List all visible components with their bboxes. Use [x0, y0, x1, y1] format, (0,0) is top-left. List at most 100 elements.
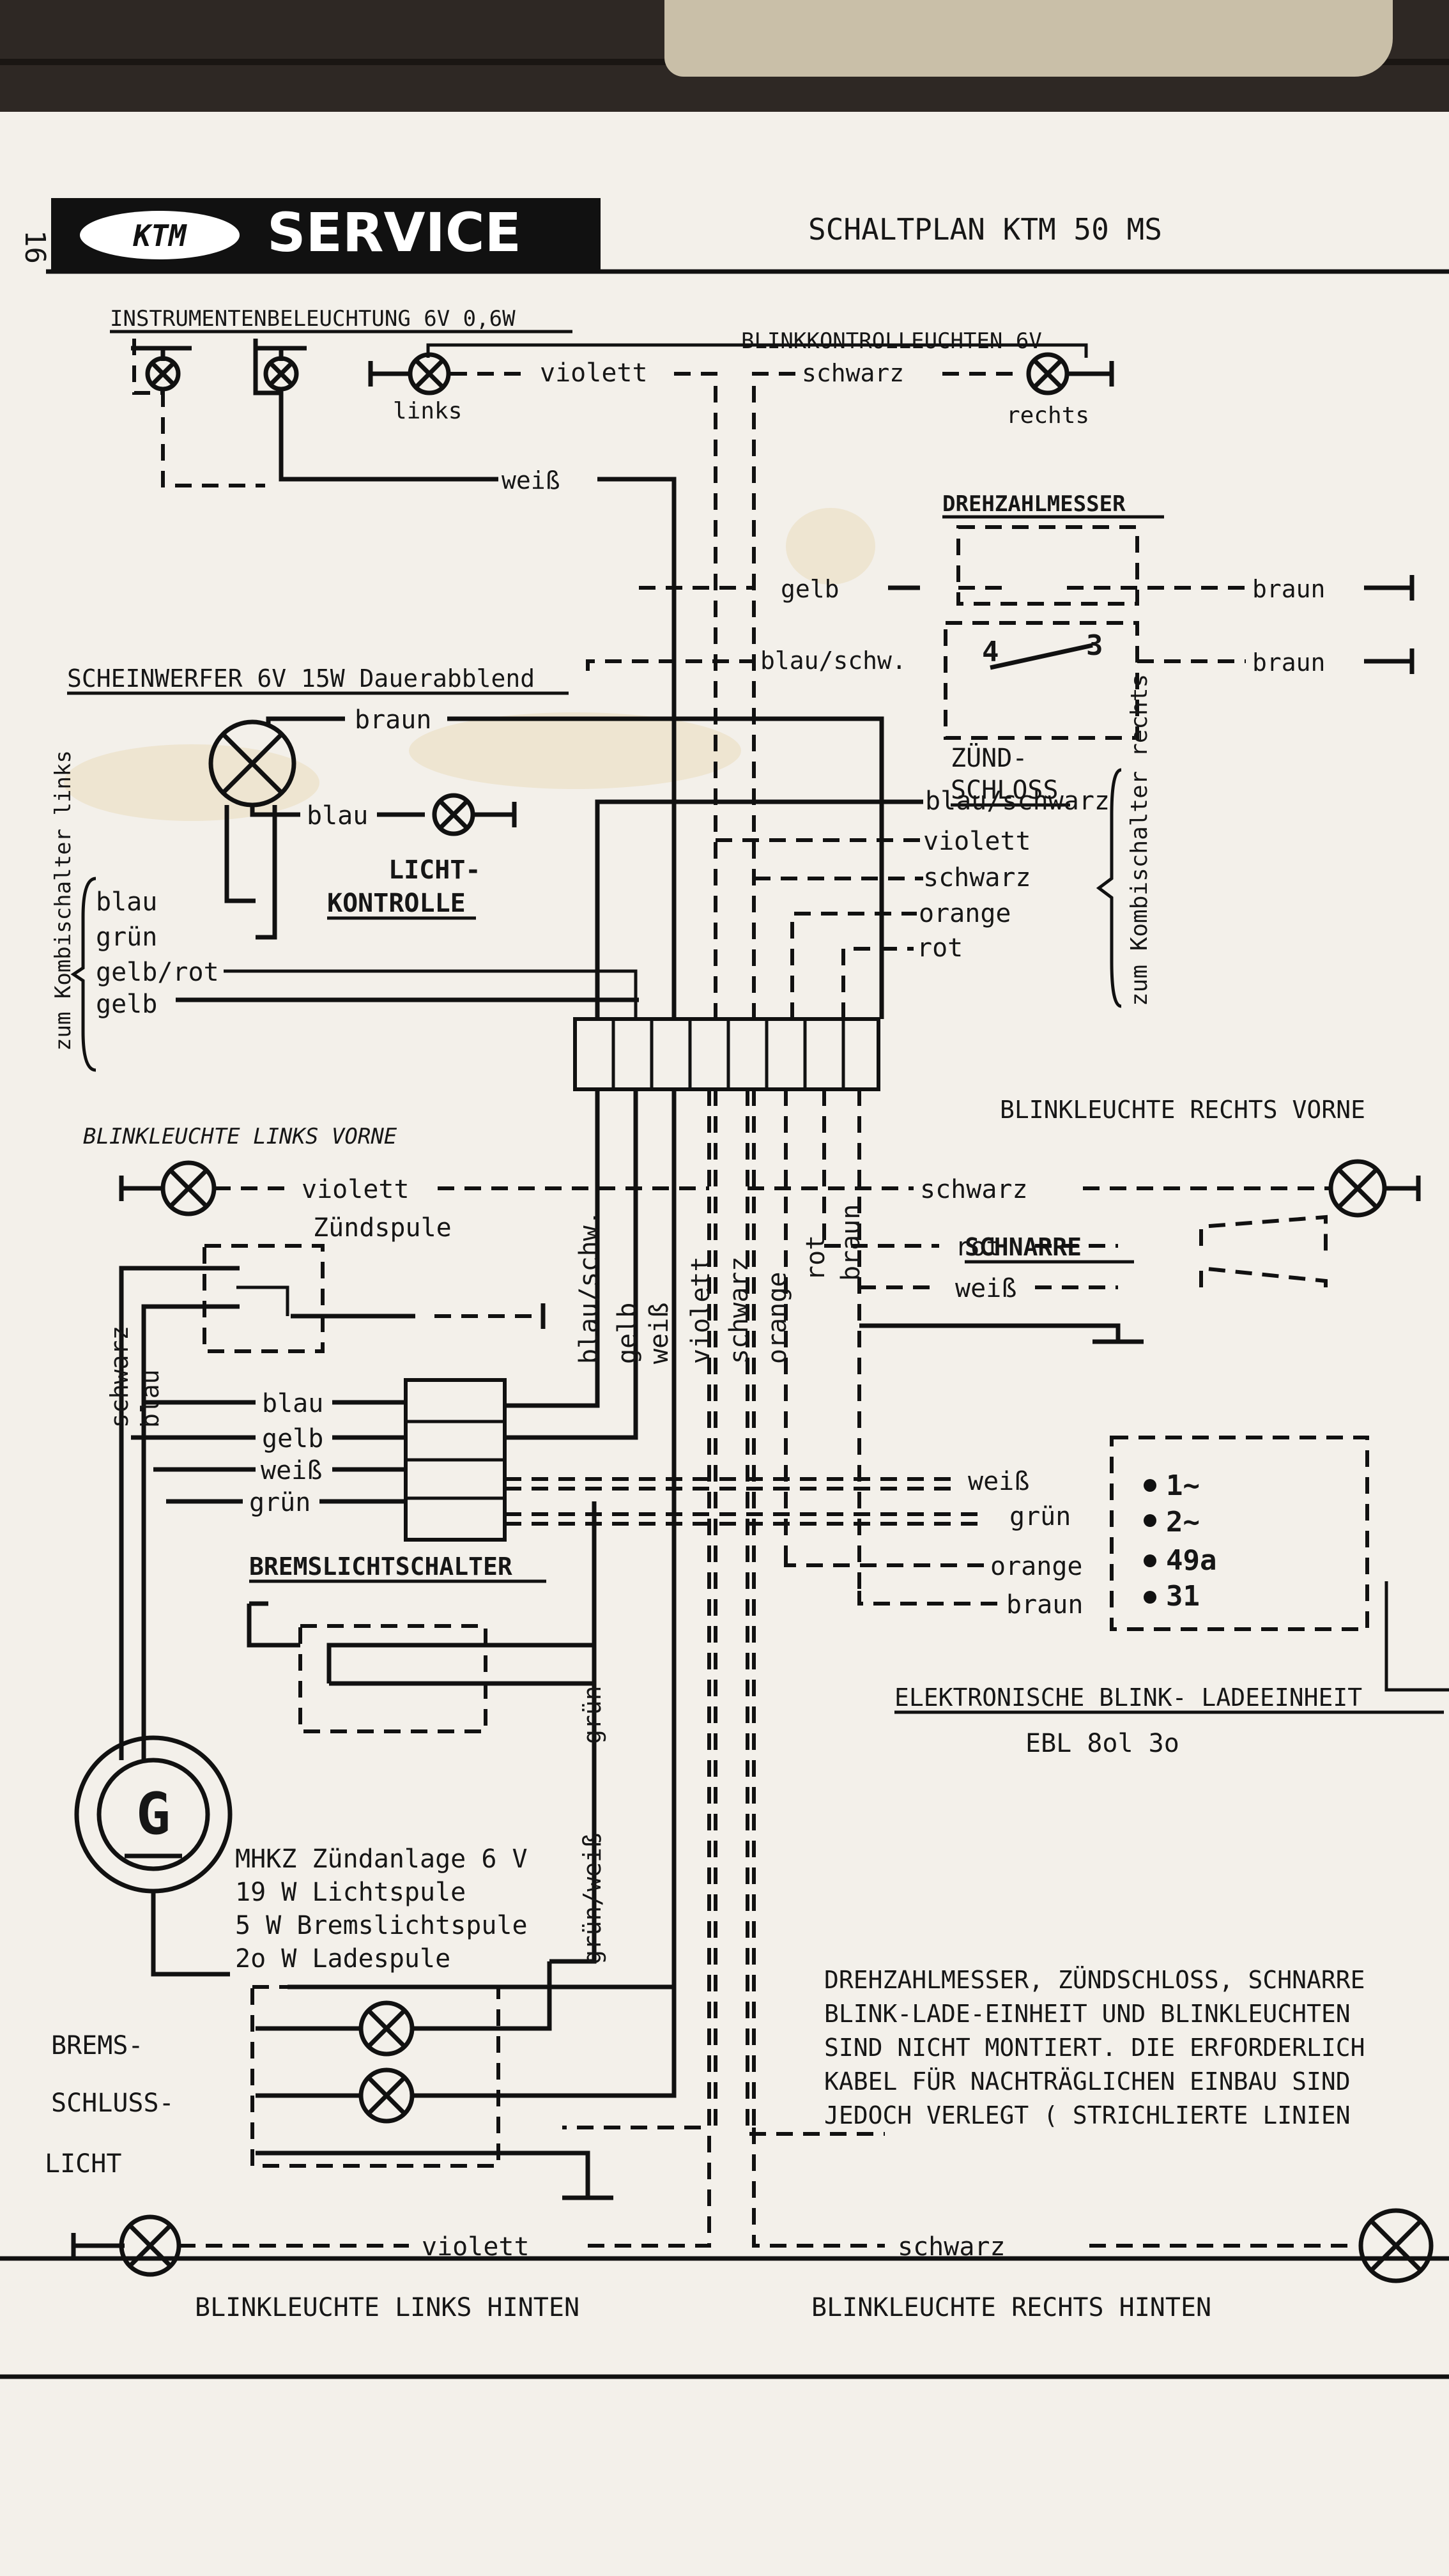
wire — [505, 1367, 600, 1408]
left-combi-wire-gelb-rot: gelb/rot — [96, 958, 219, 987]
ebl-terminals — [1144, 1479, 1156, 1604]
wire-weiss — [597, 477, 677, 1019]
blinker-left-rear-label: BLINKLEUCHTE LINKS HINTEN — [195, 2293, 579, 2322]
left-combi-wire-blau: blau — [96, 887, 157, 917]
connector-label-gelb: gelb — [613, 1303, 642, 1364]
wire-label-rot-horn: rot — [955, 1232, 1001, 1262]
brake-light-label-1: BREMS- — [51, 2031, 144, 2060]
connector-label-orange: orange — [763, 1272, 792, 1365]
wire-label-violett-right: violett — [923, 827, 1031, 856]
wire — [250, 805, 300, 817]
connector-label-braun: braun — [836, 1204, 866, 1281]
blink-control-lamp-left — [368, 352, 451, 395]
wire — [151, 1891, 230, 1977]
note-line-3: SIND NICHT MONTIERT. DIE ERFORDERLICH — [824, 2034, 1365, 2062]
brake-switch-box — [298, 1624, 487, 1733]
wire-label-violett-front: violett — [302, 1175, 410, 1204]
rear-light-box — [250, 1985, 500, 2168]
blinker-right-rear-label: BLINKLEUCHTE RECHTS HINTEN — [811, 2293, 1211, 2322]
ignition-switch-label-1: ZÜND- — [951, 742, 1027, 773]
wire-label-violett-rear: violett — [422, 2232, 530, 2262]
ebl-wire-gruen: grün — [1009, 1502, 1071, 1531]
ebl-terminal-49a: 49a — [1166, 1544, 1216, 1577]
ebl-terminal-31: 31 — [1166, 1580, 1200, 1613]
ebl-box — [1110, 1436, 1369, 1631]
regulator-wire-weiss: weiß — [261, 1456, 322, 1485]
wire — [1364, 575, 1414, 601]
blink-control-lamp-right — [1026, 352, 1114, 395]
cloth-background — [664, 0, 1393, 77]
page-number: 16 — [19, 230, 51, 264]
wire-label-braun-ignition: braun — [1252, 648, 1325, 677]
blinker-left-rear-lamp — [71, 2214, 181, 2277]
regulator-wire-gruen: grün — [249, 1488, 310, 1517]
paper-stain — [64, 744, 319, 821]
wire-label-schwarz-front: schwarz — [920, 1175, 1028, 1204]
wire-label-weiss-horn: weiß — [955, 1274, 1016, 1303]
instrument-lamp-2 — [256, 346, 307, 392]
wire-gruen-weiss — [549, 1521, 597, 1964]
wire-label-weiss: weiß — [502, 466, 560, 494]
brake-light-label-2: SCHLUSS- — [51, 2089, 174, 2118]
brake-light-label-3: LICHT — [45, 2149, 121, 2179]
wire-label-gruen-brake: grün — [578, 1685, 606, 1744]
right-combi-brace — [1096, 768, 1122, 1008]
light-control-label-2: KONTROLLE — [327, 889, 466, 918]
wire-braun — [447, 716, 884, 1019]
note-line-5: JEDOCH VERLEGT ( STRICHLIERTE LINIEN — [824, 2101, 1351, 2129]
wire-label-schwarz: schwarz — [802, 359, 904, 387]
light-control-lamp — [432, 793, 517, 836]
light-control-label-1: LICHT- — [388, 855, 481, 885]
ebl-title: ELEKTRONISCHE BLINK- LADEEINHEIT — [894, 1683, 1362, 1712]
schematic-title: SCHALTPLAN KTM 50 MS — [808, 212, 1162, 247]
regulator-wire-blau: blau — [262, 1389, 323, 1418]
ignition-coil-label: Zündspule — [313, 1213, 452, 1243]
connector-label-rot: rot — [801, 1235, 831, 1281]
ebl-terminal-2: 2~ — [1166, 1506, 1200, 1538]
ignition-coil-contact — [236, 1285, 289, 1316]
magneto-line-4: 2o W Ladespule — [235, 1944, 450, 1974]
horn-switch — [1199, 1266, 1328, 1297]
wire — [253, 339, 498, 482]
magneto-line-2: 19 W Lichtspule — [235, 1878, 466, 1907]
horn-switch — [1199, 1215, 1328, 1252]
ignition-switch-contact — [990, 643, 1093, 670]
wire — [1364, 648, 1414, 674]
ebl-code: EBL 8ol 3o — [1025, 1729, 1179, 1758]
wire — [1384, 1581, 1449, 1692]
wire-violett-rear — [588, 2128, 711, 2248]
wire-label-gruen-weiss: grün/weiß — [578, 1833, 606, 1965]
wire — [256, 805, 277, 940]
wire-label-orange: orange — [919, 899, 1011, 928]
blink-control-label: BLINKKONTROLLEUCHTEN 6V — [741, 328, 1042, 354]
central-connector-block — [573, 1017, 880, 1091]
wire-label-gelb: gelb — [781, 575, 839, 603]
magneto-line-1: MHKZ Zündanlage 6 V — [235, 1844, 528, 1874]
wire — [505, 1367, 638, 1440]
paper-stain — [786, 508, 875, 585]
wire — [412, 1961, 552, 2031]
ebl-wire-orange: orange — [990, 1552, 1083, 1581]
wire-violett-down — [562, 1089, 711, 2129]
generator-letter: G — [136, 1781, 171, 1848]
connector-label-schwarz: schwarz — [724, 1256, 754, 1364]
wire-label-schwarz-coil: schwarz — [105, 1326, 134, 1428]
wire — [247, 1604, 300, 1648]
wire-label-rot: rot — [917, 933, 963, 963]
regulator-connector-block — [404, 1378, 507, 1542]
regulator-wire-gelb: gelb — [262, 1424, 323, 1453]
ignition-switch-label-2: SCHLOSS — [951, 776, 1059, 805]
wire-label-blau-schwarz: blau/schwarz — [925, 786, 1110, 816]
wire-label-schwarz-rear: schwarz — [898, 2232, 1006, 2262]
wire-schwarz-gen — [119, 1266, 240, 1760]
service-logo-text: SERVICE — [267, 201, 521, 264]
wire-violett — [674, 372, 717, 1019]
connector-wire-labels: blau/schw. gelb weiß violett schwarz ora… — [574, 1204, 866, 1364]
wire-label-violett: violett — [540, 358, 648, 388]
connector-label-blau-schw: blau/schw. — [574, 1210, 604, 1364]
wire-schwarz — [752, 372, 795, 1019]
wire-blau-schwarz — [595, 799, 923, 1019]
tail-lamp — [358, 2067, 415, 2124]
ktm-logo-oval — [80, 211, 240, 259]
schematic-sheet: 16 KTM SERVICE SCHALTPLAN KTM 50 MS INST… — [0, 112, 1449, 2576]
